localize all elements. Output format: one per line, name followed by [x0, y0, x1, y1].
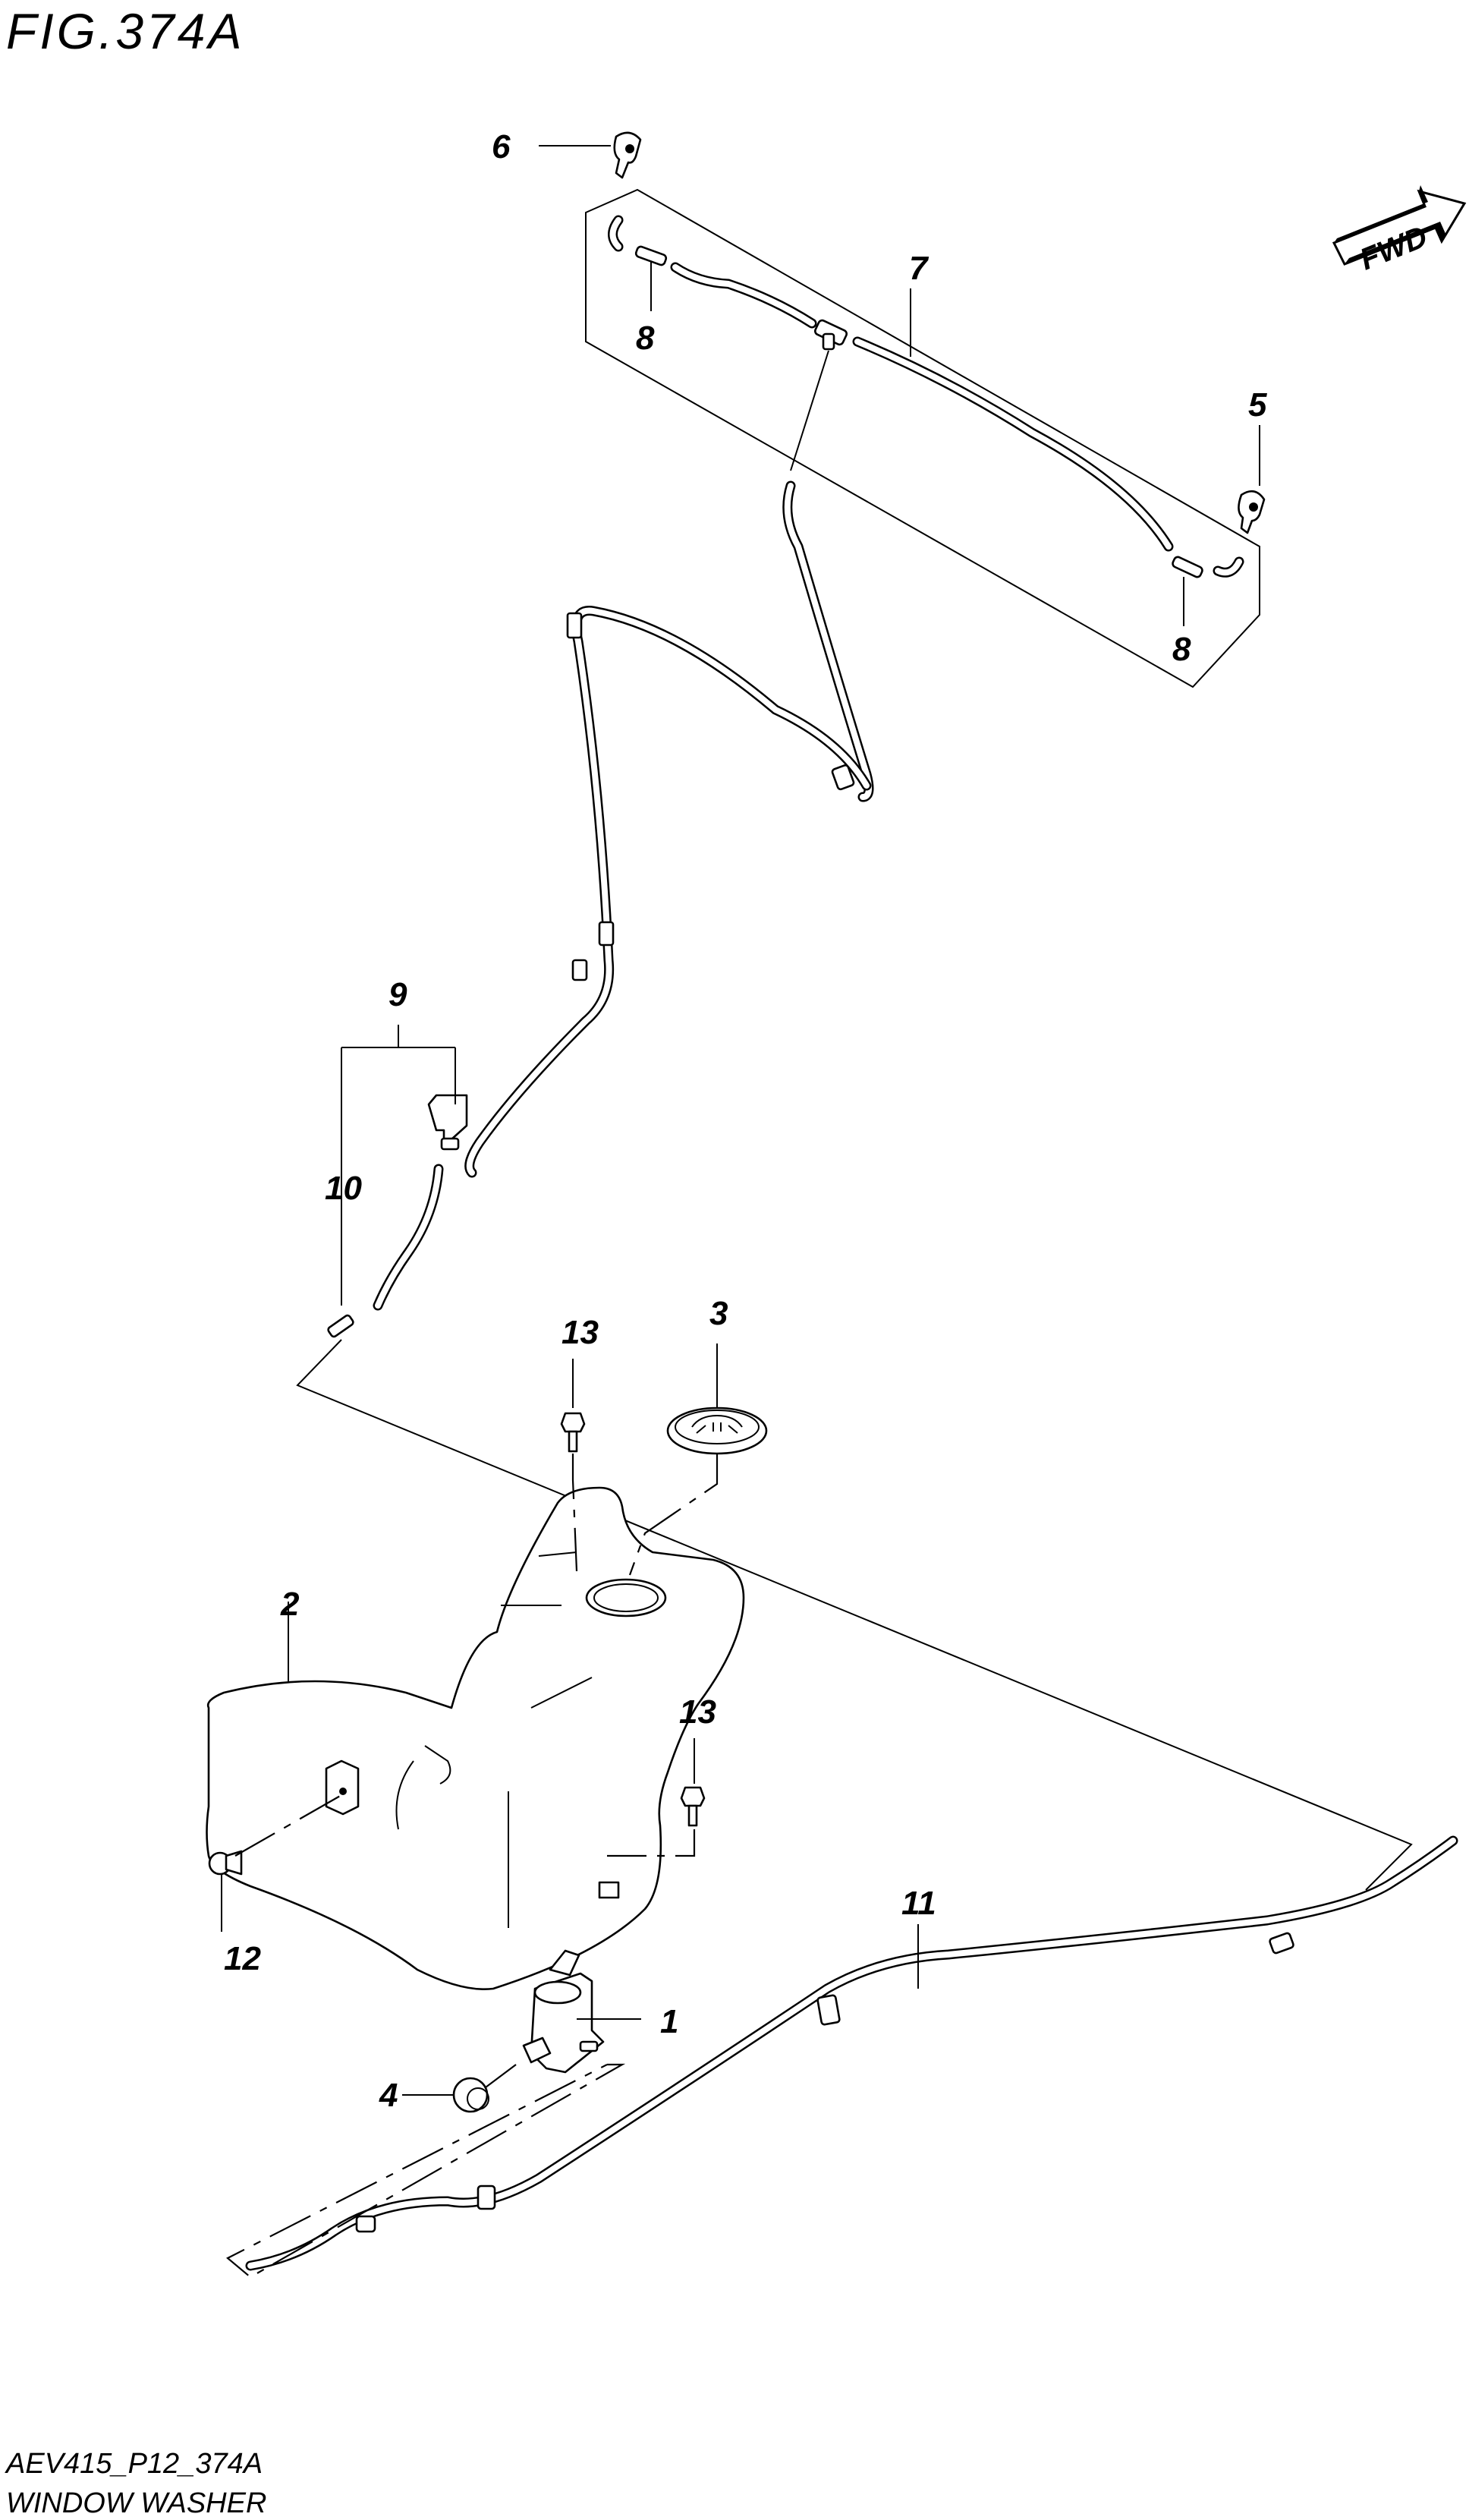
hose-joint-left — [634, 245, 668, 266]
pump-grommet — [452, 2077, 489, 2113]
drawing-code: AEV415_P12_374A — [5, 2448, 263, 2480]
push-clip-12 — [208, 1850, 243, 1876]
lower-hose-group-outline — [226, 2063, 626, 2279]
callout-bracket-9-10 — [341, 1025, 456, 1306]
leader-4-dash — [485, 2064, 517, 2088]
hose-connector-block — [427, 1094, 468, 1151]
callout-11: 11 — [901, 1885, 936, 1922]
leader-t-down — [790, 350, 829, 471]
figure-title: FIG.374A — [6, 3, 244, 59]
callout-5: 5 — [1248, 386, 1267, 424]
washer-pump — [522, 1949, 605, 2074]
hood-hose-group-box — [585, 188, 1260, 688]
connection-line-main — [296, 1339, 1413, 1891]
callout-2: 2 — [280, 1586, 300, 1623]
bolt-13-lower — [680, 1786, 706, 1827]
callout-7: 7 — [909, 250, 930, 287]
callout-6: 6 — [492, 128, 511, 165]
right-washer-nozzle — [1238, 490, 1266, 534]
leader-3-dash — [628, 1454, 719, 1576]
callout-10: 10 — [325, 1170, 362, 1207]
callout-12: 12 — [224, 1940, 261, 1977]
callout-1: 1 — [660, 2003, 678, 2040]
callout-8-left: 8 — [636, 320, 655, 357]
left-washer-nozzle — [613, 131, 642, 179]
callout-13-upper: 13 — [561, 1314, 599, 1351]
callout-3: 3 — [709, 1295, 728, 1332]
callout-13-lower: 13 — [679, 1693, 716, 1731]
lower-washer-hose — [245, 1835, 1458, 2271]
short-washer-hose — [327, 1164, 444, 1338]
leader-13b-dash — [607, 1829, 696, 1857]
callout-4: 4 — [379, 2077, 398, 2114]
callout-9: 9 — [388, 976, 407, 1013]
reservoir-cap — [666, 1406, 768, 1455]
main-washer-hose — [464, 480, 874, 1178]
hose-t-connector — [813, 319, 848, 351]
washer-reservoir-tank — [206, 1486, 745, 1990]
drawing-caption: WINDOW WASHER — [6, 2487, 266, 2519]
hood-washer-hose — [608, 215, 1244, 578]
fwd-arrow-icon: FWD — [1332, 185, 1467, 276]
leader-13a-dash — [571, 1454, 578, 1572]
leader-12-dash — [234, 1794, 342, 1857]
hose-joint-right — [1172, 556, 1203, 578]
bolt-13-upper — [560, 1412, 586, 1453]
callout-8-right: 8 — [1172, 631, 1191, 668]
